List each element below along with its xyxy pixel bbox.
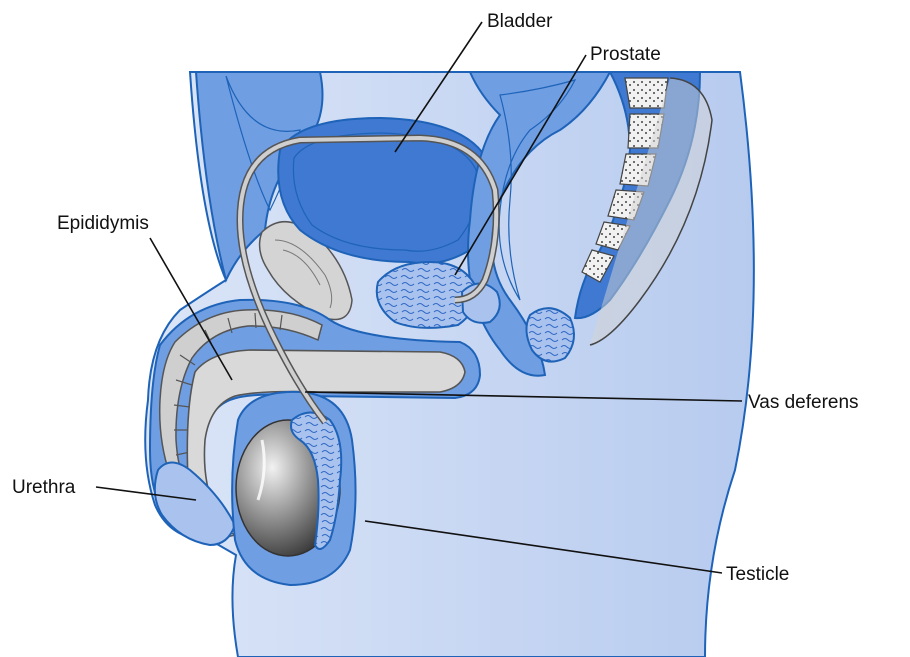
testicle-label: Testicle [726, 564, 789, 585]
epididymis-label: Epididymis [57, 213, 149, 234]
anal-canal [526, 308, 574, 361]
bladder-label: Bladder [487, 11, 553, 32]
vas-deferens-label: Vas deferens [748, 392, 859, 413]
prostate-label: Prostate [590, 44, 661, 65]
prostate-gland [377, 262, 476, 328]
urethra-label: Urethra [12, 477, 76, 498]
vertebra-1 [625, 78, 668, 108]
